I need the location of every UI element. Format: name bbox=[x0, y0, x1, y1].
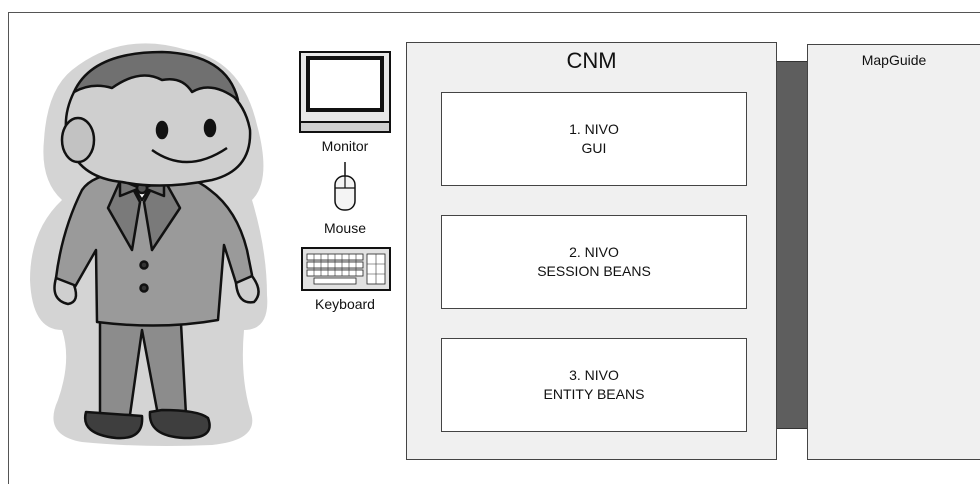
layer-entity-beans: 3. NIVO ENTITY BEANS bbox=[441, 338, 747, 432]
layer-entity-beans-name: ENTITY BEANS bbox=[543, 386, 645, 402]
cnm-container: CNM 1. NIVO GUI 2. NIVO SESSION BEANS 3.… bbox=[406, 42, 777, 460]
cnm-title: CNM bbox=[566, 48, 617, 73]
cnm-mapguide-connector bbox=[777, 61, 807, 429]
layer-session-beans-number: 2. NIVO bbox=[569, 244, 619, 260]
layer-gui-number: 1. NIVO bbox=[569, 121, 619, 137]
layer-gui: 1. NIVO GUI bbox=[441, 92, 747, 186]
mouse-icon bbox=[334, 161, 356, 211]
user-figure-icon bbox=[30, 43, 268, 446]
keyboard-icon bbox=[301, 247, 391, 291]
layer-entity-beans-number: 3. NIVO bbox=[569, 367, 619, 383]
monitor-label: Monitor bbox=[321, 138, 369, 154]
keyboard-label: Keyboard bbox=[315, 296, 375, 312]
layer-session-beans-name: SESSION BEANS bbox=[537, 263, 651, 279]
mapguide-container: MapGuide bbox=[807, 44, 980, 460]
layer-gui-name: GUI bbox=[581, 140, 607, 156]
mapguide-title: MapGuide bbox=[861, 52, 927, 68]
diagram-frame bbox=[8, 12, 980, 484]
mouse-label: Mouse bbox=[323, 220, 367, 236]
layer-session-beans: 2. NIVO SESSION BEANS bbox=[441, 215, 747, 309]
monitor-icon bbox=[299, 51, 391, 133]
